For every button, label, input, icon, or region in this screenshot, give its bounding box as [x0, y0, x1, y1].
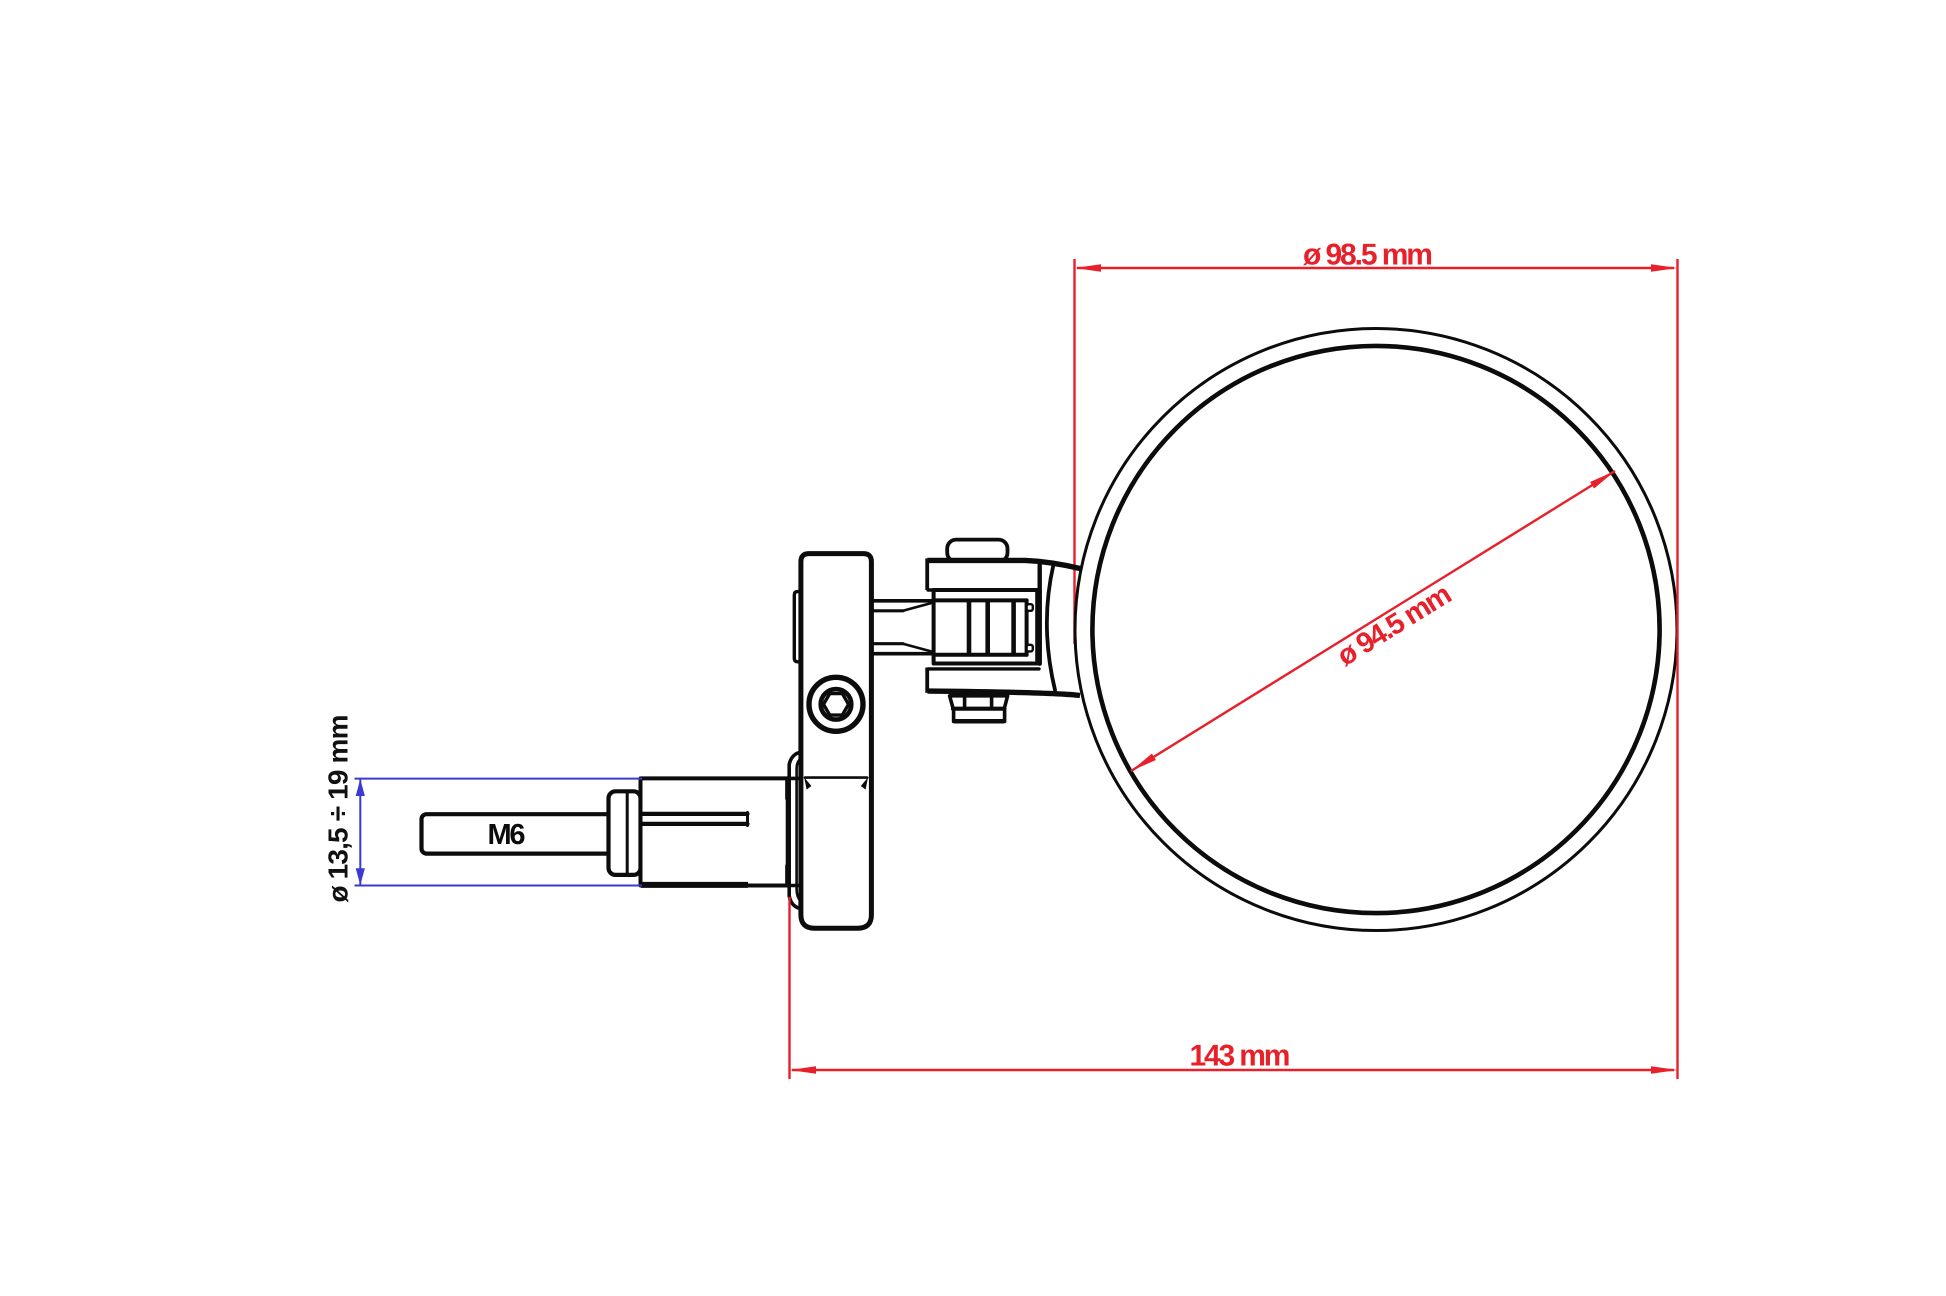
- svg-text:M6: M6: [487, 819, 525, 851]
- svg-text:ø 13,5 ÷ 19 mm: ø 13,5 ÷ 19 mm: [323, 715, 354, 903]
- svg-text:143 mm: 143 mm: [1189, 1039, 1290, 1072]
- svg-text:ø 98.5 mm: ø 98.5 mm: [1303, 238, 1433, 271]
